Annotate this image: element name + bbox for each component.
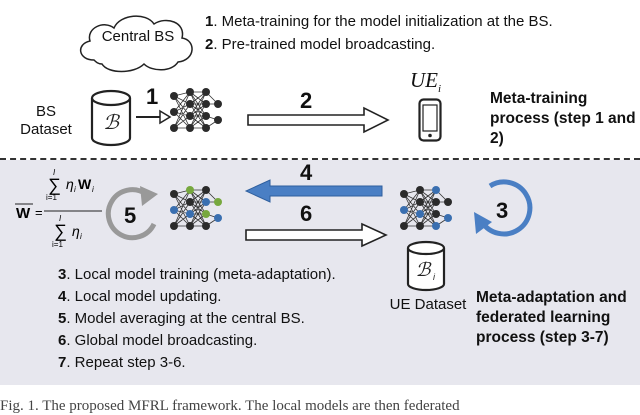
step-2-number: 2	[300, 88, 313, 113]
step-3-number: 3	[496, 198, 509, 223]
top-step-1: 1. Meta-training for the model initializ…	[205, 13, 553, 30]
formula-den-sum-bottom: i=1	[52, 240, 63, 249]
ue-dataset-cylinder-icon: ℬ i	[406, 240, 446, 292]
global-neural-network-icon	[170, 186, 222, 230]
bs-neural-network-icon	[170, 88, 222, 132]
local-training-cycle-icon	[474, 179, 533, 237]
formula-w-sub: i	[92, 185, 94, 194]
formula-sum-top: I	[53, 168, 56, 177]
svg-text:=: =	[35, 205, 43, 220]
svg-text:∑: ∑	[48, 175, 61, 195]
top-step-2: 2. Pre-trained model broadcasting.	[205, 36, 436, 53]
formula-eta: η	[66, 176, 74, 192]
formula-den-sum-top: I	[59, 214, 62, 223]
meta-training-title: Meta-training process (step 1 and 2)	[490, 90, 636, 147]
ue-neural-network-icon	[400, 186, 452, 230]
step-6-number: 6	[300, 201, 313, 226]
bottom-step-4: 4. Local model updating.	[58, 288, 222, 305]
ue-dataset-symbol: ℬ	[416, 260, 433, 281]
figure-caption: Fig. 1. The proposed MFRL framework. The…	[0, 398, 460, 414]
formula-w: W	[78, 176, 92, 192]
formula-lhs: W	[16, 205, 31, 222]
ue-label: UEi	[410, 68, 442, 96]
global-broadcast-arrow-icon	[245, 222, 388, 248]
ue-phone-icon	[418, 98, 442, 142]
ue-dataset-label: UE Dataset	[389, 296, 467, 313]
step-1-number: 1	[146, 84, 159, 109]
meta-adaptation-panel	[0, 160, 640, 385]
step-5-number: 5	[124, 203, 137, 228]
step-4-number: 4	[300, 160, 313, 185]
formula-den-eta: η	[72, 223, 80, 239]
bs-dataset-symbol: ℬ	[103, 112, 120, 134]
meta-adaptation-title: Meta-adaptation and federated learning p…	[476, 289, 627, 346]
model-averaging-cycle-icon	[105, 186, 158, 241]
bottom-step-6: 6. Global model broadcasting.	[58, 332, 258, 349]
bs-dataset-cylinder-icon: ℬ	[90, 89, 132, 147]
model-averaging-formula: W = I ∑ i=1 η i W i I ∑ i=1 η i	[15, 168, 102, 249]
local-update-arrow-icon	[244, 179, 383, 203]
formula-eta-sub: i	[74, 185, 76, 194]
svg-text:∑: ∑	[54, 221, 67, 241]
central-bs-label: Central BS	[101, 28, 175, 45]
bottom-step-7: 7. Repeat step 3-6.	[58, 354, 186, 371]
formula-sum-bottom: i=1	[46, 193, 57, 202]
formula-den-eta-sub: i	[80, 232, 82, 241]
bottom-step-5: 5. Model averaging at the central BS.	[58, 310, 305, 327]
broadcast-arrow-icon	[247, 106, 390, 134]
training-arrow-icon	[136, 109, 172, 125]
bs-dataset-label: BS Dataset	[20, 103, 72, 138]
ue-dataset-sub: i	[433, 272, 436, 282]
bottom-step-3: 3. Local model training (meta-adaptation…	[58, 266, 336, 283]
panel-divider	[0, 158, 640, 160]
central-bs-cloud-icon	[80, 15, 193, 73]
